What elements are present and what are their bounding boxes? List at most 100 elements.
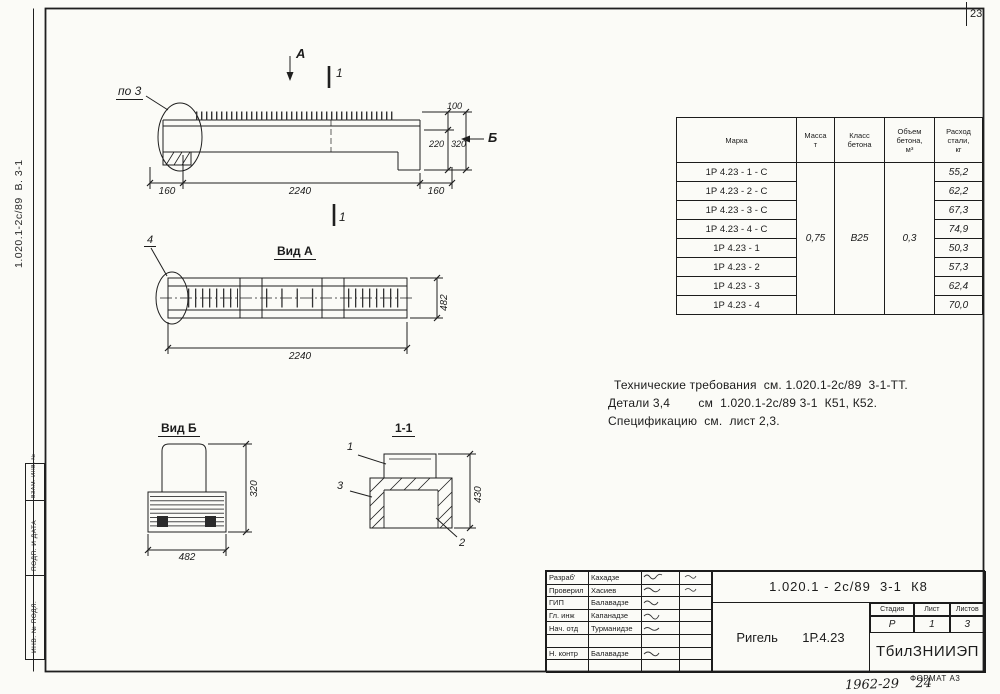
note-details: Детали 3,4 см 1.020.1-2с/89 3-1 К51, К52… [608,396,878,410]
empty-cell [546,633,589,648]
date-cell [679,608,713,623]
spec-steel-cell: 62,4 [934,276,983,296]
stage-label: Стадия [870,603,915,616]
spec-mark-cell: 1Р 4.23 - 3 - С [676,200,797,220]
callout-4: 4 [144,234,157,247]
date-cell [679,583,713,598]
dim-elev-span: 2240 [288,186,312,197]
empty-cell [588,659,642,673]
spec-mark-cell: 1Р 4.23 - 1 [676,238,797,258]
empty-cell [679,633,713,648]
signature-cell [641,571,680,585]
margin-doc-ref: 1.020.1-2с/89 В. 3-1 [13,159,25,268]
view-a-title: Вид А [274,244,316,260]
section-cut-mark-bottom: 1 [339,210,346,224]
sheet-value: 1 [914,616,950,633]
spec-steel-cell: 67,3 [934,200,983,220]
dim-elev-right: 160 [427,186,445,197]
view-b-title: Вид Б [158,421,200,437]
view-direction-a-label: А [296,46,306,61]
date-cell [679,621,713,635]
spec-mark-cell: 1Р 4.23 - 3 [676,276,797,296]
detail-3-label: по 3 [116,84,144,100]
empty-cell [641,633,680,648]
spec-mark-cell: 1Р 4.23 - 1 - С [676,162,797,182]
empty-cell [641,659,680,673]
empty-cell [546,659,589,673]
spec-steel-cell: 50,3 [934,238,983,258]
dim-height-320: 320 [451,139,467,149]
margin-box-vzam-inv: ВЗАМ. ИНВ. № [31,453,37,498]
spec-steel-cell: 74,9 [934,219,983,239]
view-a-linework [150,247,443,354]
col-header-mass: Масса т [796,117,835,163]
date-cell [679,596,713,610]
product-mark: 1Р.4.23 [802,630,845,645]
role-label: Н. контр [546,646,589,661]
role-name: Капанадзе [588,608,642,623]
sheets-value: 3 [949,616,985,633]
sheet-label: Лист [914,603,950,616]
spec-steel-cell: 62,2 [934,181,983,201]
view-b-linework [144,440,252,556]
spec-mark-cell: 1Р 4.23 - 4 [676,295,797,315]
signature-cell [641,608,680,623]
spec-mass-cell: 0,75 [796,162,835,315]
empty-cell [588,633,642,648]
dim-height-100: 100 [447,101,463,111]
date-cell [679,571,713,585]
col-header-volume: Объем бетона, м³ [884,117,935,163]
organization-name: ТбилЗНИИЭП [869,632,986,673]
note-technical-requirements: Технические требования см. 1.020.1-2с/89… [614,378,908,392]
section-cut-mark-top: 1 [336,66,343,80]
stage-grid: Стадия Лист Листов Р 1 3 [869,602,986,633]
role-label: Гл. инж [546,608,589,623]
dim-section-height: 430 [473,486,484,503]
section-1-1-linework [349,450,476,538]
role-name: Балавадзе [588,646,642,661]
margin-box-podp-data: ПОДП. И ДАТА [31,519,38,571]
role-name: Кахадзе [588,571,642,585]
role-name: Хасиев [588,583,642,598]
dim-elev-left: 160 [158,186,176,197]
signature-cell [641,646,680,661]
empty-cell [679,659,713,673]
col-header-class: Класс бетона [834,117,885,163]
sheets-label: Листов [949,603,985,616]
spec-mark-cell: 1Р 4.23 - 4 - С [676,219,797,239]
format-label: ФОРМАТ А3 [910,674,961,683]
col-header-mark: Марка [676,117,797,163]
callout-3: 3 [337,480,344,492]
dim-plan-width: 482 [439,294,450,311]
signature-cell [641,596,680,610]
spec-steel-cell: 57,3 [934,257,983,277]
role-name: Турманидзе [588,621,642,635]
col-header-steel: Расход стали, кг [934,117,983,163]
spec-steel-cell: 55,2 [934,162,983,182]
callout-2: 2 [459,537,466,549]
role-label: Нач. отд [546,621,589,635]
dim-height-220: 220 [429,139,445,149]
role-label: Проверил [546,583,589,598]
product-title-cell: Ригель 1Р.4.23 [711,602,870,673]
note-specification: Спецификацию см. лист 2,3. [608,414,780,428]
spec-class-cell: В25 [834,162,885,315]
spec-steel-cell: 70,0 [934,295,983,315]
stage-value: Р [870,616,915,633]
sheet-frame [25,2,985,673]
date-cell [679,646,713,661]
spec-mark-cell: 1Р 4.23 - 2 [676,257,797,277]
elevation-view-linework [145,56,484,226]
role-label: Разраб' [546,571,589,585]
spec-volume-cell: 0,3 [884,162,935,315]
product-name: Ригель [736,630,778,645]
dim-viewb-height: 320 [249,480,260,497]
signature-cell [641,621,680,635]
signature-cell [641,583,680,598]
view-direction-b-label: Б [488,130,498,145]
page-number: 23 [970,8,983,20]
